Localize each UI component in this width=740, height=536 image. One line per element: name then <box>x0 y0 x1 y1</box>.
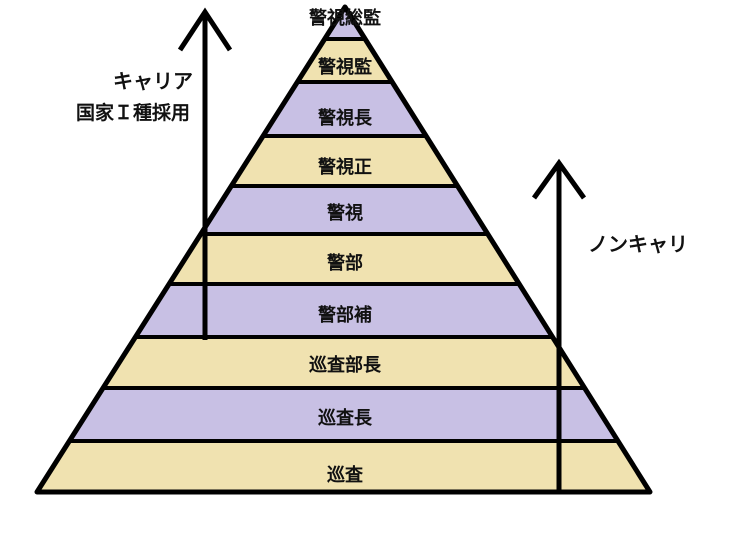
pyramid-band-9 <box>37 388 650 441</box>
noncareer-arrow <box>531 158 587 492</box>
rank-label: 警視監 <box>318 56 372 78</box>
rank-label: 巡査 <box>327 464 363 486</box>
pyramid-band-10 <box>37 441 650 492</box>
rank-label: 警視正 <box>318 156 372 178</box>
rank-label: 警部 <box>327 252 363 274</box>
rank-label: 巡査長 <box>318 407 373 429</box>
rank-label: 警視総監 <box>309 7 381 29</box>
rank-label: 警視長 <box>318 107 373 129</box>
pyramid-outline <box>34 4 653 495</box>
noncareer-label: ノンキャリ <box>588 232 688 256</box>
rank-label: 警部補 <box>318 304 372 326</box>
rank-label: 巡査部長 <box>309 354 382 376</box>
career-label: キャリア <box>113 69 193 93</box>
career-arrow <box>177 7 233 340</box>
rank-label: 警視 <box>327 202 363 224</box>
pyramid-band-5 <box>37 186 650 234</box>
pyramid-band-8 <box>37 337 650 388</box>
career-recruitment-label: 国家Ｉ種採用 <box>76 101 190 124</box>
